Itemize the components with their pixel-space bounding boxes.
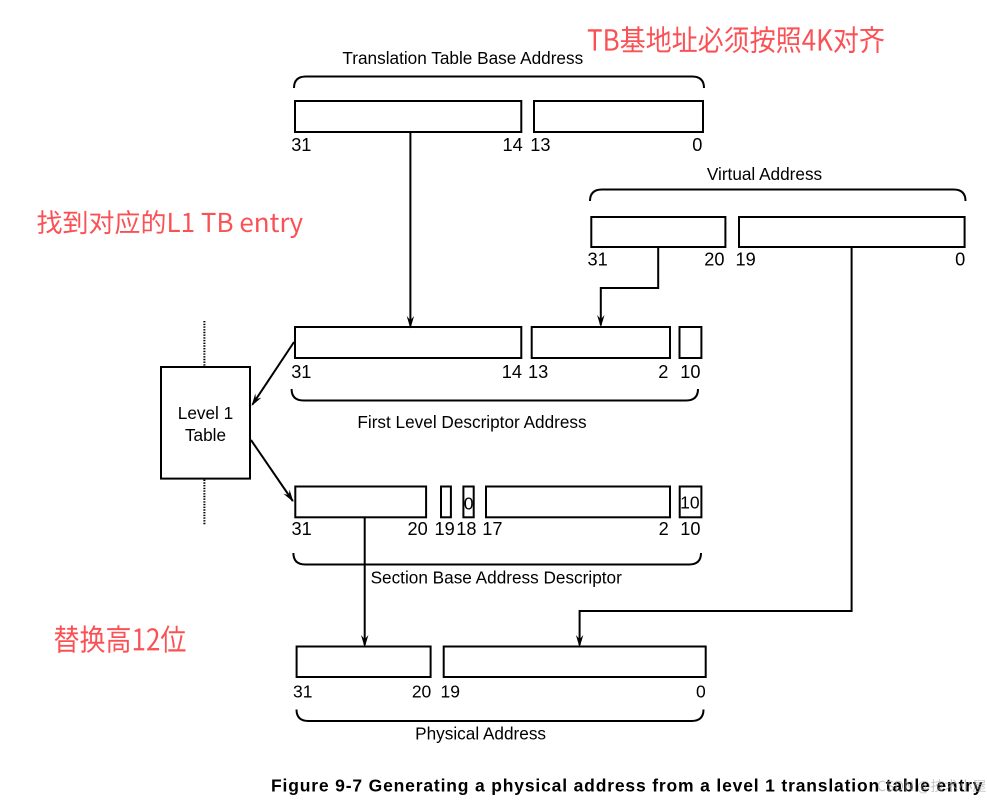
svg-text:Physical Address: Physical Address xyxy=(415,724,546,744)
svg-text:13: 13 xyxy=(530,135,550,155)
svg-text:2: 2 xyxy=(659,519,669,539)
svg-text:14: 14 xyxy=(502,362,522,382)
svg-text:Level 1: Level 1 xyxy=(178,403,233,423)
svg-text:0: 0 xyxy=(692,135,702,155)
svg-text:14: 14 xyxy=(502,135,522,155)
svg-text:31: 31 xyxy=(293,681,312,701)
svg-text:20: 20 xyxy=(407,519,427,539)
svg-text:2: 2 xyxy=(658,362,668,382)
svg-text:First Level Descriptor Address: First Level Descriptor Address xyxy=(357,412,586,432)
svg-text:0: 0 xyxy=(696,681,706,701)
svg-text:10: 10 xyxy=(680,519,700,539)
svg-text:10: 10 xyxy=(680,492,700,512)
svg-text:Virtual Address: Virtual Address xyxy=(707,164,822,184)
svg-text:20: 20 xyxy=(412,681,432,701)
svg-text:10: 10 xyxy=(680,362,700,382)
svg-text:13: 13 xyxy=(528,362,548,382)
svg-text:19: 19 xyxy=(441,681,460,701)
svg-text:0: 0 xyxy=(464,493,474,513)
svg-text:31: 31 xyxy=(588,250,608,270)
svg-text:31: 31 xyxy=(292,519,312,539)
svg-text:Section Base Address Descripto: Section Base Address Descriptor xyxy=(371,568,623,588)
svg-text:Translation Table Base Address: Translation Table Base Address xyxy=(342,48,583,68)
svg-text:20: 20 xyxy=(704,250,724,270)
svg-text:Figure 9-7 Generating a physic: Figure 9-7 Generating a physical address… xyxy=(271,776,983,796)
svg-text:19: 19 xyxy=(736,250,756,270)
svg-text:0: 0 xyxy=(955,250,965,270)
svg-text:Table: Table xyxy=(185,425,226,445)
svg-text:31: 31 xyxy=(291,362,311,382)
svg-text:19: 19 xyxy=(434,519,454,539)
svg-text:31: 31 xyxy=(291,135,311,155)
svg-text:17: 17 xyxy=(482,519,502,539)
svg-text:18: 18 xyxy=(456,519,476,539)
